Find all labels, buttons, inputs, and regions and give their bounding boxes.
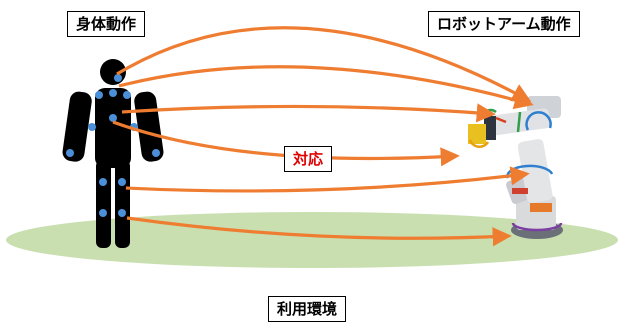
correspondence-arrows: [112, 26, 534, 247]
human-figure: [62, 59, 164, 248]
environment-ground: [6, 212, 618, 268]
robot-motion-label: ロボットアーム動作: [428, 11, 580, 37]
correspondence-label: 対応: [284, 146, 333, 172]
body-joints: [66, 74, 160, 217]
environment-label: 利用環境: [268, 296, 347, 322]
body-motion-label: 身体動作: [67, 11, 146, 37]
